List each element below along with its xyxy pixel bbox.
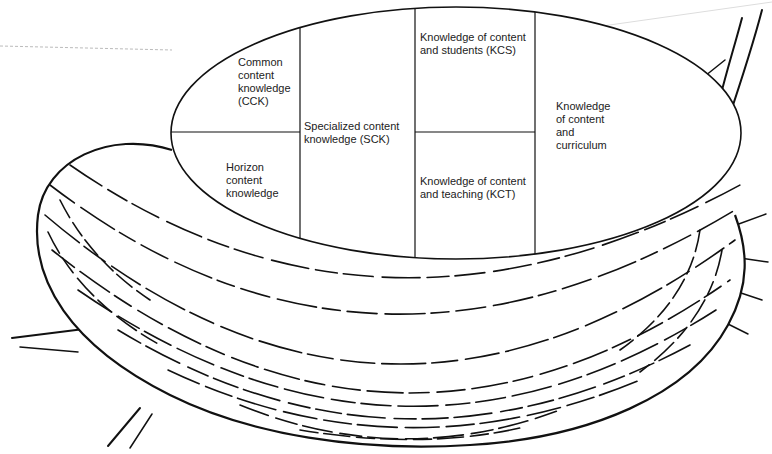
guide-line: [0, 46, 172, 50]
strand: [240, 405, 560, 439]
knowledge-cell: Knowledge of content and teaching (KCT): [420, 175, 532, 201]
cell-dividers: [171, 9, 535, 257]
divider-line: [299, 28, 300, 238]
cell-label: Specialized content knowledge (SCK): [304, 120, 410, 146]
twig: [20, 347, 78, 352]
divider-line: [534, 12, 535, 254]
strand: [118, 330, 690, 419]
strand: [640, 250, 722, 372]
cell-label: Common content knowledge (CCK): [238, 56, 296, 108]
knowledge-cell: Specialized content knowledge (SCK): [304, 120, 410, 146]
twig: [736, 214, 766, 225]
strand: [48, 232, 160, 345]
strand: [60, 200, 150, 300]
divider-line: [171, 131, 300, 132]
divider-line: [414, 9, 415, 257]
domain-ellipse: [171, 7, 741, 259]
strand: [78, 290, 716, 406]
cell-label: Knowledge of content and curriculum: [556, 100, 618, 152]
knowledge-cell: Common content knowledge (CCK): [238, 56, 296, 108]
strand: [620, 230, 700, 350]
twig: [130, 414, 152, 448]
knowledge-cell: Knowledge of content and curriculum: [556, 100, 618, 152]
strand: [300, 428, 520, 440]
divider-line: [415, 131, 535, 132]
knowledge-cell: Knowledge of content and students (KCS): [420, 31, 532, 57]
strand: [168, 370, 640, 428]
cell-label: Horizon content knowledge: [226, 161, 292, 200]
cell-label: Knowledge of content and teaching (KCT): [420, 175, 532, 201]
knowledge-cell: Horizon content knowledge: [226, 161, 292, 200]
cell-label: Knowledge of content and students (KCS): [420, 31, 532, 57]
strand: [52, 250, 730, 393]
